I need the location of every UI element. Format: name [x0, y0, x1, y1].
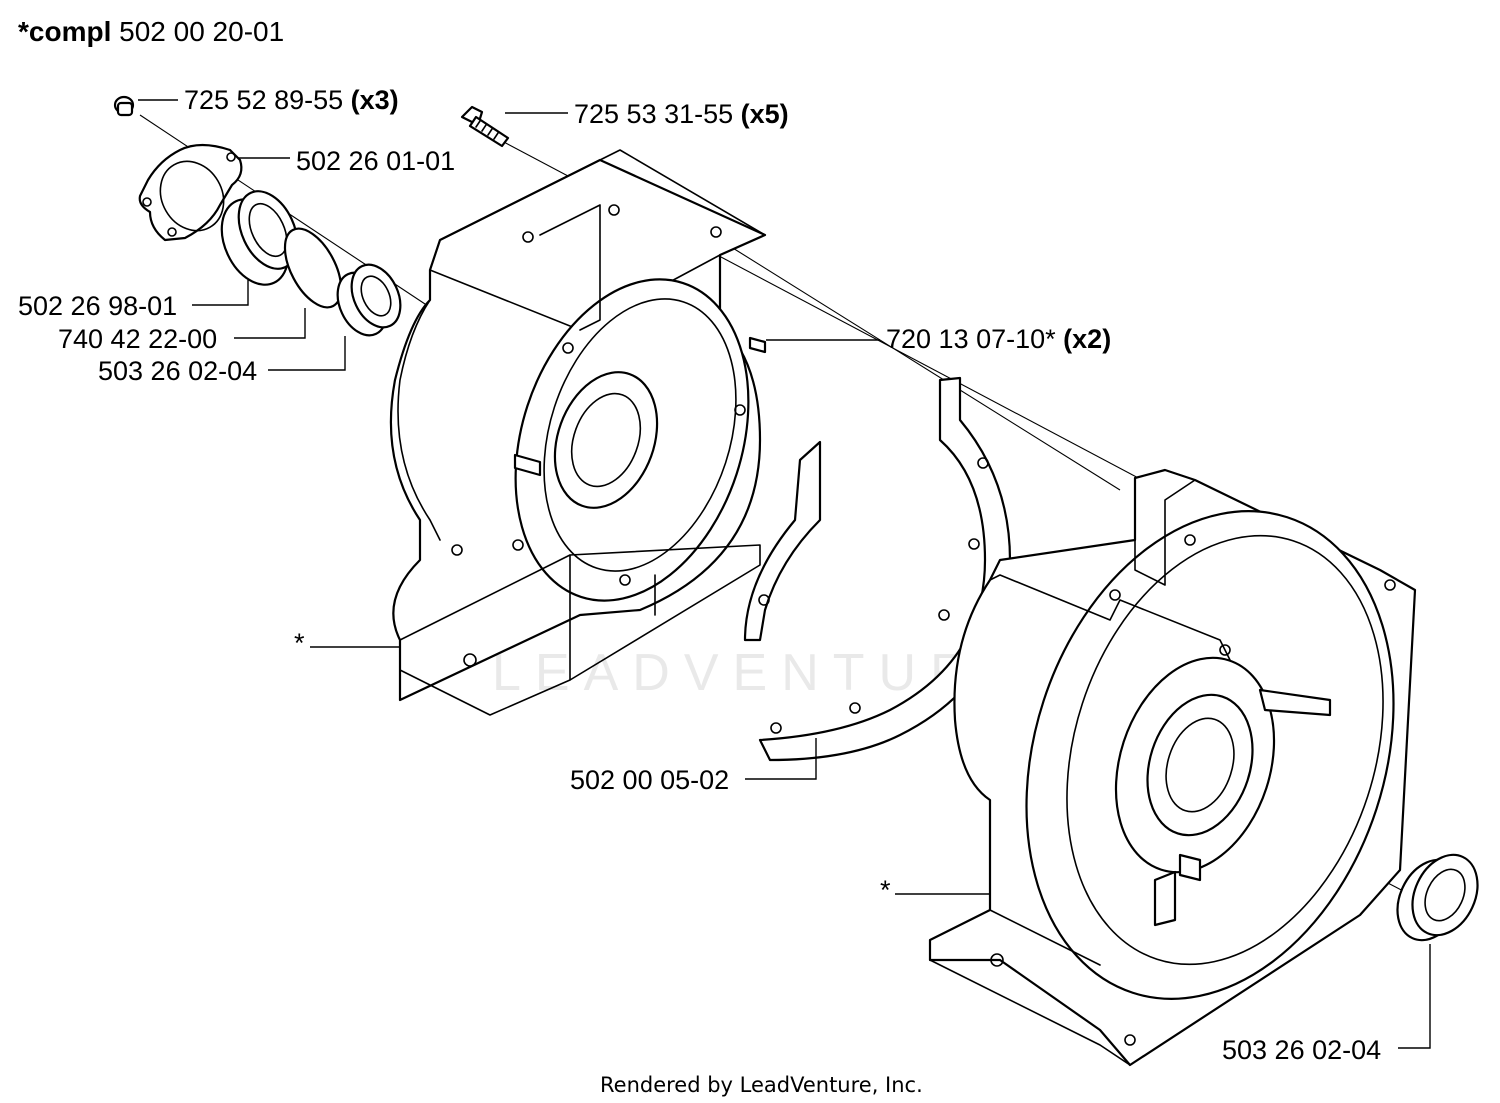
label-720-13-07-10[interactable]: 720 13 07-10* (x2): [886, 324, 1111, 354]
leader-lines: [138, 99, 1431, 1049]
o-ring[interactable]: [273, 220, 352, 317]
label-740-42-22-00[interactable]: 740 42 22-00: [58, 324, 217, 354]
label-502-00-05-02[interactable]: 502 00 05-02: [570, 765, 729, 795]
assembly-title: *compl 502 00 20-01: [18, 16, 284, 47]
label-502-26-98-01[interactable]: 502 26 98-01: [18, 291, 177, 321]
label-725-53-31-55[interactable]: 725 53 31-55 (x5): [574, 99, 789, 129]
label-503-26-02-04-left[interactable]: 503 26 02-04: [98, 356, 257, 386]
label-crankcase-left[interactable]: *: [294, 628, 305, 658]
label-725-52-89-55[interactable]: 725 52 89-55 (x3): [184, 85, 399, 115]
oil-seal-left[interactable]: [328, 257, 410, 343]
label-502-26-01-01[interactable]: 502 26 01-01: [296, 146, 455, 176]
oil-seal-right[interactable]: [1385, 844, 1490, 950]
screw-725-53-31-55[interactable]: [460, 105, 510, 148]
label-crankcase-right[interactable]: *: [880, 875, 891, 905]
label-503-26-02-04-right[interactable]: 503 26 02-04: [1222, 1035, 1381, 1065]
cover-plate[interactable]: [138, 143, 243, 242]
crankcase-left-half[interactable]: [389, 149, 788, 716]
screw-725-52-89-55[interactable]: [113, 95, 135, 117]
bearing-housing[interactable]: [209, 182, 309, 296]
footer-credit: Rendered by LeadVenture, Inc.: [600, 1073, 923, 1097]
crankcase-right-half[interactable]: [928, 463, 1454, 1067]
callout-labels: 725 52 89-55 (x3) 725 53 31-55 (x5) 502 …: [18, 85, 1381, 1065]
